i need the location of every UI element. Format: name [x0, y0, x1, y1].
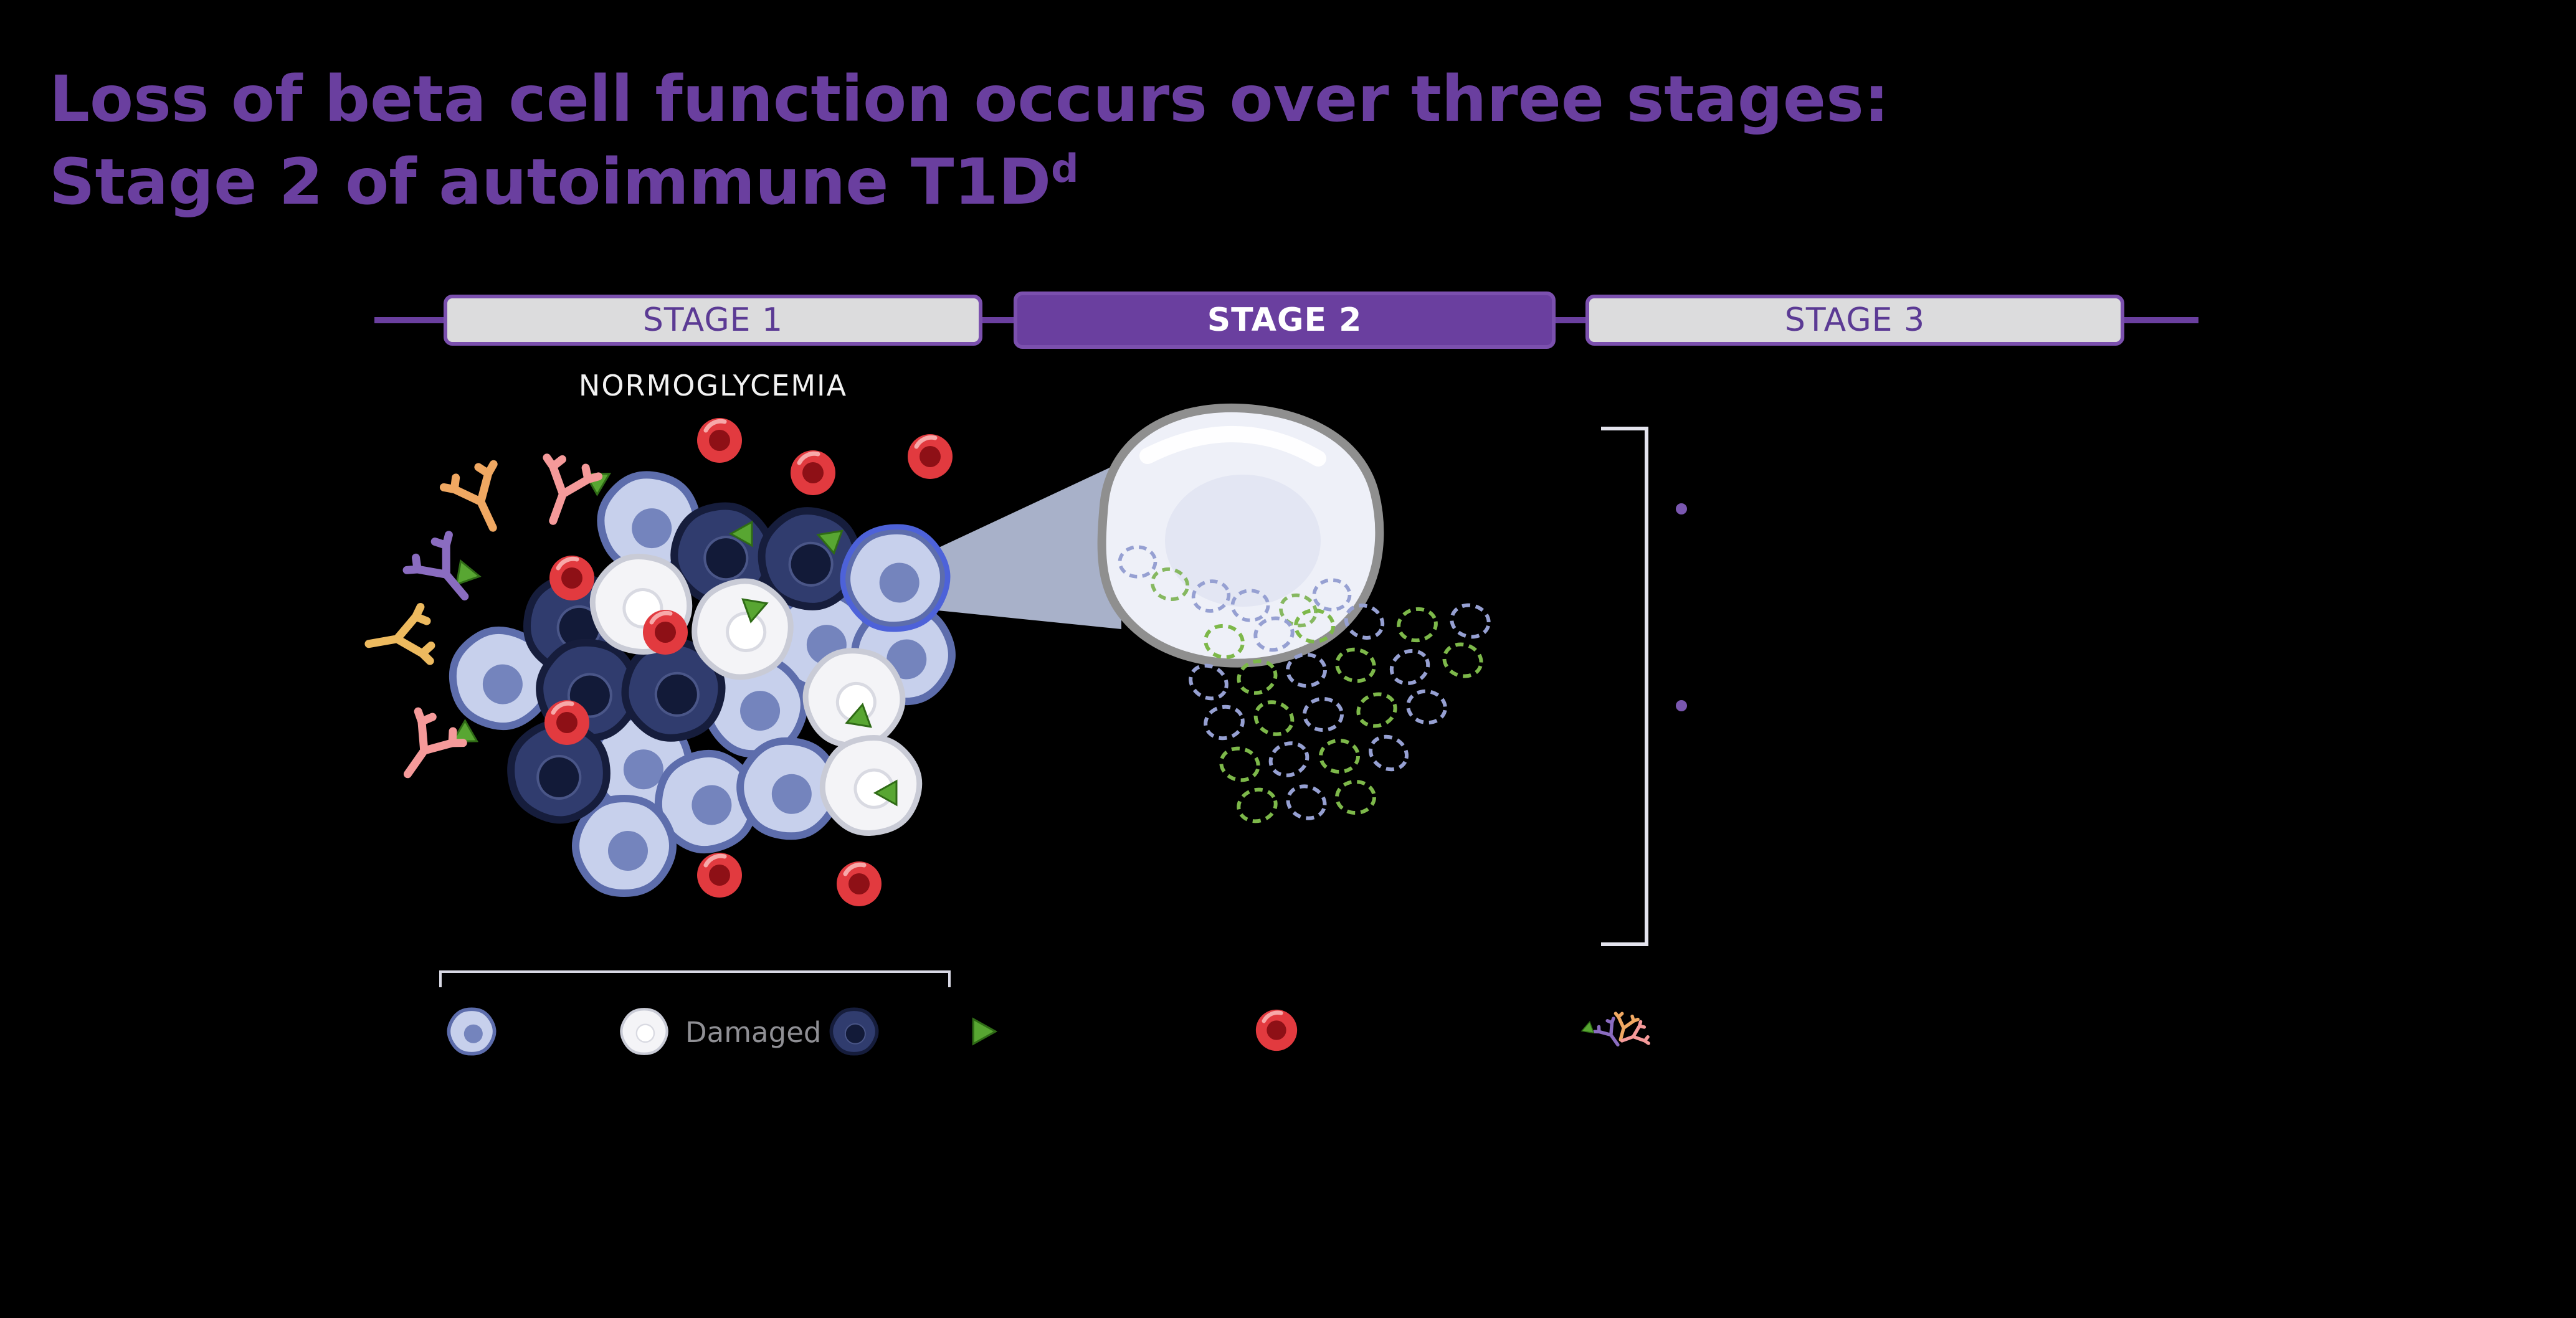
apoptotic-cell — [1266, 738, 1312, 781]
apoptotic-cell — [1288, 655, 1325, 686]
apoptotic-cell — [1365, 731, 1412, 775]
magnified-cell-highlight — [1139, 426, 1326, 467]
immune-cell — [549, 556, 594, 600]
apoptotic-cell — [1386, 645, 1433, 690]
apoptotic-cell — [1334, 646, 1377, 684]
islet-cluster — [364, 418, 956, 906]
apoptotic-cell — [1202, 703, 1245, 741]
legend-autoantibody-icons — [1579, 1012, 1650, 1052]
legend-beta-cell-icon — [449, 1009, 494, 1053]
legend-immune-cell-icon — [1256, 1010, 1297, 1051]
tab-stage-1[interactable]: STAGE 1 — [444, 295, 982, 346]
autoantigen-icon — [455, 560, 483, 589]
apoptotic-cell — [1354, 690, 1400, 731]
legend-group-bracket — [439, 970, 951, 987]
immune-cell — [697, 418, 742, 463]
legend-autoantigen-icon — [972, 1018, 997, 1045]
title-line-2: Stage 2 of autoimmune T1D — [49, 145, 1052, 219]
apoptotic-cell — [1396, 606, 1438, 643]
legend: Damaged — [439, 970, 1650, 1054]
autoantibody-icon — [364, 606, 434, 671]
autoantibody-icon — [442, 461, 518, 539]
apoptotic-cell — [1305, 699, 1342, 730]
apoptotic-cell — [1440, 640, 1486, 681]
bullet-point-2 — [1676, 700, 1687, 711]
apoptotic-cell — [1283, 781, 1329, 823]
stage2-bracket — [1601, 427, 1648, 946]
page-title: Loss of beta cell function occurs over t… — [49, 59, 1889, 224]
autoantigen-icon — [1579, 1021, 1595, 1037]
apoptotic-cell — [1235, 785, 1280, 825]
immune-cell — [643, 610, 688, 655]
title-footnote-marker: d — [1051, 145, 1079, 191]
apoptotic-cell — [1337, 782, 1374, 813]
immune-cell — [544, 700, 589, 745]
legend-damaged-cell-icon — [621, 1009, 667, 1053]
magnified-cell-nucleus — [1165, 475, 1321, 607]
apoptotic-cell — [1321, 741, 1358, 772]
immune-cell — [791, 450, 835, 495]
immune-cell — [697, 853, 742, 898]
beta-cell — [576, 799, 673, 893]
magnifier-beam — [938, 462, 1121, 629]
apoptotic-cell — [1448, 601, 1493, 641]
bullet-point-1 — [1676, 503, 1687, 514]
title-line-1: Loss of beta cell function occurs over t… — [49, 62, 1889, 137]
apoptotic-cell — [1251, 697, 1297, 740]
immune-cell — [837, 861, 882, 906]
autoantibody-icon — [385, 708, 465, 790]
magnified-beta-cell — [1097, 403, 1384, 668]
apoptotic-cell — [1405, 688, 1448, 726]
tab-stage-2[interactable]: STAGE 2 — [1014, 292, 1556, 349]
legend-dying-cell-icon — [831, 1009, 877, 1053]
immune-cell — [908, 434, 953, 479]
damaged-beta-cell — [815, 731, 927, 841]
legend-damaged-label: Damaged — [685, 1016, 821, 1049]
autoantibody-icon — [527, 454, 599, 530]
tab-stage-3[interactable]: STAGE 3 — [1585, 295, 2124, 346]
normoglycemia-label: NORMOGLYCEMIA — [578, 369, 848, 402]
apoptotic-cell — [1218, 744, 1262, 784]
